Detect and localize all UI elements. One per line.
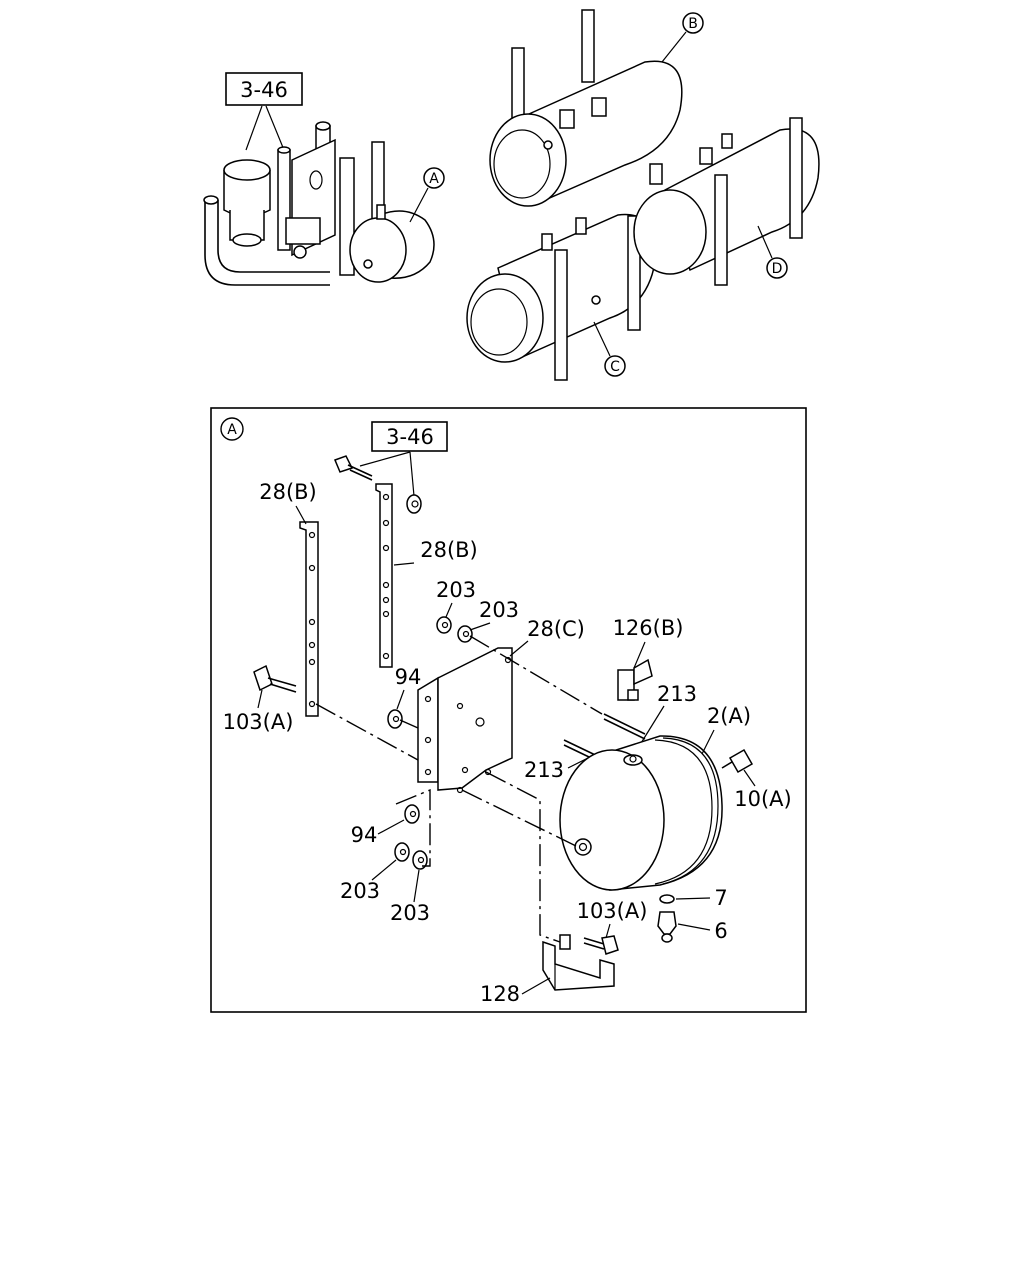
nut-203-bottom-2 (412, 850, 428, 870)
overview-illustration: 3-46 (203, 9, 820, 381)
label-28b-right: 28(B) (420, 538, 478, 562)
bolt-103a-bottom (583, 935, 619, 955)
label-213-mid: 213 (524, 758, 564, 782)
label-213-top: 213 (657, 682, 697, 706)
assembly-lines (315, 635, 603, 943)
callout-b-label: B (688, 16, 698, 32)
overview-ref-box: 3-46 (225, 72, 303, 151)
top-nut (406, 494, 422, 514)
bracket-28b-right (375, 483, 393, 668)
callout-d-label: D (772, 261, 783, 277)
label-203-top-1: 203 (436, 578, 476, 602)
bracket-28b-left (299, 521, 319, 717)
callout-c-label: C (610, 359, 620, 375)
label-94-top: 94 (395, 665, 422, 689)
bracket-plate-28c (417, 647, 513, 794)
label-103a-left: 103(A) (223, 710, 294, 734)
label-2a: 2(A) (707, 704, 751, 728)
drain-cock-6 (657, 911, 677, 943)
overview-tank-c: C (466, 213, 657, 381)
nut-203-top-2 (457, 625, 473, 643)
label-203-top-2: 203 (479, 598, 519, 622)
plug-10a (721, 748, 754, 774)
nut-94-top (387, 709, 403, 729)
detail-ref-box: 3-46 (359, 421, 448, 497)
overview-tank-b: B (489, 9, 704, 207)
label-28c: 28(C) (527, 617, 585, 641)
label-203-bottom-2: 203 (390, 901, 430, 925)
top-bolt (334, 455, 373, 481)
label-6: 6 (714, 919, 727, 943)
label-103a-bottom: 103(A) (577, 899, 648, 923)
detail-view-label: A (227, 422, 237, 438)
label-126b: 126(B) (613, 616, 684, 640)
valve-126b (617, 658, 653, 701)
label-203-bottom-1: 203 (340, 879, 380, 903)
nut-203-bottom-1 (394, 842, 410, 862)
washer-7 (659, 894, 675, 904)
label-128: 128 (480, 982, 520, 1006)
nut-203-top-1 (436, 616, 452, 634)
callout-a-label: A (429, 171, 439, 187)
overview-tank-a: A (339, 141, 445, 283)
label-7: 7 (714, 886, 727, 910)
stud-213-upper (603, 713, 646, 740)
label-10a: 10(A) (734, 787, 791, 811)
detail-ref-label: 3-46 (386, 425, 434, 449)
label-28b-left: 28(B) (259, 480, 317, 504)
detail-view-a: A 3-46 28(B) (210, 407, 807, 1013)
detail-frame (210, 407, 807, 1013)
overview-ref-label: 3-46 (240, 78, 288, 102)
nut-94-bottom (404, 804, 420, 824)
label-94-bottom: 94 (351, 823, 378, 847)
tank-2a (559, 735, 723, 891)
air-dryer-assembly (203, 121, 336, 286)
bolt-103a-left (253, 664, 297, 693)
overview-tank-d: D (633, 117, 820, 286)
